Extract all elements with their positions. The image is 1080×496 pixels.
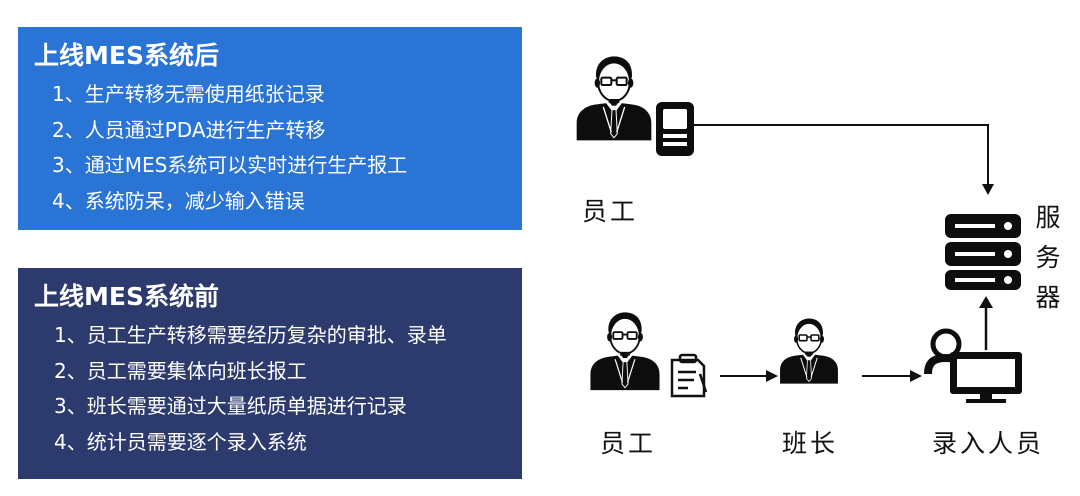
entry-to-server-arrow xyxy=(979,296,993,350)
after-mes-panel: 上线MES系统后 1、生产转移无需使用纸张记录 2、人员通过PDA进行生产转移 … xyxy=(18,27,522,230)
team-leader-label: 班长 xyxy=(782,429,839,458)
after-mes-list: 1、生产转移无需使用纸张记录 2、人员通过PDA进行生产转移 3、通过MES系统… xyxy=(32,77,522,219)
worker-to-leader-arrow xyxy=(720,370,778,382)
after-item-3: 3、通过MES系统可以实时进行生产报工 xyxy=(52,153,408,177)
before-item-4: 4、统计员需要逐个录入系统 xyxy=(54,429,307,454)
after-item-4: 4、系统防呆，减少输入错误 xyxy=(52,188,305,213)
before-item-2: 2、员工需要集体向班长报工 xyxy=(54,358,307,383)
before-mes-panel: 上线MES系统前 1、员工生产转移需要经历复杂的审批、录单 2、员工需要集体向班… xyxy=(18,268,522,479)
server-label-char-1: 服 xyxy=(1035,203,1061,232)
team-leader-person-icon xyxy=(778,317,840,385)
before-mes-title: 上线MES系统前 xyxy=(34,282,219,311)
server-icon xyxy=(945,214,1021,290)
pda-to-server-arrow xyxy=(694,124,994,195)
paper-form-icon xyxy=(670,353,708,398)
bottom-worker-person-icon xyxy=(589,311,661,392)
server-label-char-2: 务 xyxy=(1035,243,1061,272)
server-label: 服 务 器 xyxy=(1033,198,1063,318)
after-item-2: 2、人员通过PDA进行生产转移 xyxy=(52,117,326,142)
server-label-char-3: 器 xyxy=(1035,283,1061,312)
data-entry-label: 录入人员 xyxy=(932,429,1045,458)
data-entry-computer-icon xyxy=(924,328,1022,403)
top-worker-person-icon xyxy=(575,54,653,142)
before-mes-list: 1、员工生产转移需要经历复杂的审批、录单 2、员工需要集体向班长报工 3、班长需… xyxy=(32,318,522,460)
before-item-1: 1、员工生产转移需要经历复杂的审批、录单 xyxy=(54,323,447,347)
before-item-3: 3、班长需要通过大量纸质单据进行记录 xyxy=(54,394,407,418)
after-mes-title: 上线MES系统后 xyxy=(34,41,219,70)
top-worker-label: 员工 xyxy=(582,197,639,226)
bottom-worker-label: 员工 xyxy=(600,429,657,458)
pda-icon xyxy=(656,102,694,156)
leader-to-entry-arrow xyxy=(862,370,922,382)
after-item-1: 1、生产转移无需使用纸张记录 xyxy=(52,82,325,106)
